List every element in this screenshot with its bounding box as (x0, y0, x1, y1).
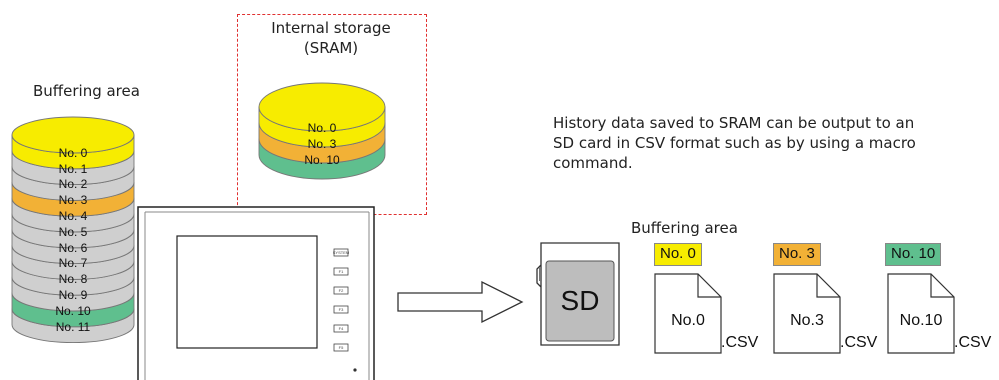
function-key-button[interactable] (333, 343, 349, 352)
file-name: No.0 (671, 312, 705, 329)
buffering-area-left-title: Buffering area (33, 82, 140, 100)
stack-item-label: No. 4 (58, 209, 88, 223)
device-led (353, 368, 357, 372)
stack-item-label: No. 5 (58, 224, 88, 239)
file-name: No.10 (899, 312, 943, 329)
function-key-label: F3 (339, 307, 344, 312)
function-key-button[interactable] (333, 305, 349, 314)
buffering-area-stack-svg (11, 116, 135, 344)
sd-card-icon (536, 242, 620, 346)
function-key-label: SYSTEM (333, 250, 349, 255)
stack-item-label: No. 0 (58, 145, 88, 160)
file-extension: .CSV (721, 334, 759, 351)
function-key-button[interactable] (333, 248, 349, 257)
document-icon (887, 273, 955, 354)
function-key-button[interactable] (333, 286, 349, 295)
stack-item-label: No. 10 (304, 153, 340, 168)
stack-item-label: No. 1 (58, 161, 88, 176)
file-tag: No. 0 (654, 243, 702, 266)
device-screen (176, 235, 318, 349)
stack-item-label: No. 3 (307, 137, 337, 152)
function-key-button[interactable] (333, 324, 349, 333)
function-key-label: F4 (339, 326, 344, 331)
stack-top (11, 116, 135, 154)
function-key-label: F2 (339, 288, 344, 293)
stack-item-label: No. 8 (58, 272, 88, 287)
file-tag: No. 3 (773, 243, 821, 266)
buffering-area-right-title: Buffering area (631, 219, 738, 237)
stack-item-label: No. 6 (58, 240, 88, 255)
function-key-label: F1 (339, 269, 344, 274)
stack-item-label: No. 7 (58, 256, 88, 271)
file-extension: .CSV (840, 334, 878, 351)
function-key-button[interactable] (333, 267, 349, 276)
document-icon (654, 273, 722, 354)
sd-card-label: SD (560, 285, 600, 316)
file-extension: .CSV (954, 334, 992, 351)
sd-card-inner (545, 260, 615, 342)
function-key-label: F5 (339, 345, 344, 350)
document-icon (773, 273, 841, 354)
sram-stack-svg (258, 82, 386, 180)
file-tag: No. 10 (885, 243, 942, 266)
description: History data saved to SRAM can be output… (553, 114, 916, 172)
stack-item-label: No. 11 (55, 319, 91, 334)
stack-item-label: No. 0 (307, 121, 337, 136)
file-name: No.3 (790, 312, 824, 329)
stack-item-label: No. 3 (58, 193, 88, 208)
stack-item-label: No. 10 (55, 303, 91, 318)
stack-item-label: No. 9 (58, 288, 88, 302)
arrow-icon (397, 280, 524, 324)
internal-storage-title: Internal storage (SRAM) (271, 19, 391, 57)
stack-item-label: No. 2 (58, 177, 88, 192)
stack-top (258, 82, 386, 132)
